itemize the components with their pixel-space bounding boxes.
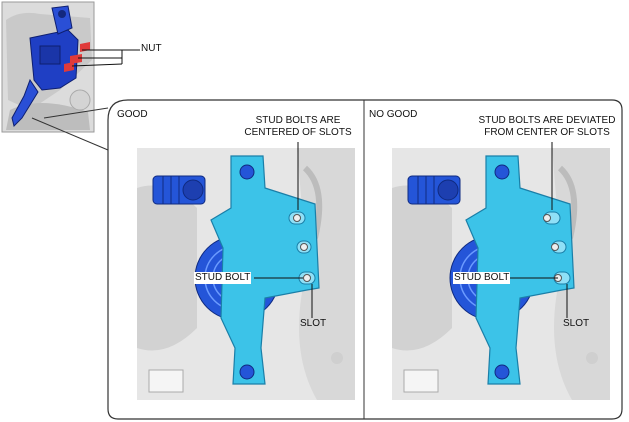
no-good-heading: NO GOOD xyxy=(369,109,418,120)
nut-leader-lines xyxy=(71,49,140,67)
good-heading: GOOD xyxy=(117,109,148,120)
good-stud-bolt-label: STUD BOLT xyxy=(194,272,252,284)
overview-thumbnail xyxy=(1,1,95,133)
no-good-stud-bolt-label: STUD BOLT xyxy=(453,272,511,284)
nut-label: NUT xyxy=(141,43,162,54)
good-note-line1: STUD BOLTS ARE xyxy=(255,115,341,126)
nut-highlight xyxy=(64,42,90,72)
good-leader-lines xyxy=(254,142,313,318)
good-note-line2: CENTERED OF SLOTS xyxy=(244,127,352,138)
no-good-note-line1: STUD BOLTS ARE DEVIATED xyxy=(478,115,616,126)
no-good-photo xyxy=(392,148,610,400)
callout-connector xyxy=(31,107,109,151)
no-good-leader-lines xyxy=(510,142,568,318)
good-note: STUD BOLTS ARE CENTERED OF SLOTS xyxy=(236,115,360,139)
no-good-note-line2: FROM CENTER OF SLOTS xyxy=(484,127,610,138)
no-good-note: STUD BOLTS ARE DEVIATED FROM CENTER OF S… xyxy=(474,115,620,139)
good-slot-label: SLOT xyxy=(300,318,327,329)
no-good-slot-label: SLOT xyxy=(563,318,590,329)
overview-bracket xyxy=(11,5,79,127)
